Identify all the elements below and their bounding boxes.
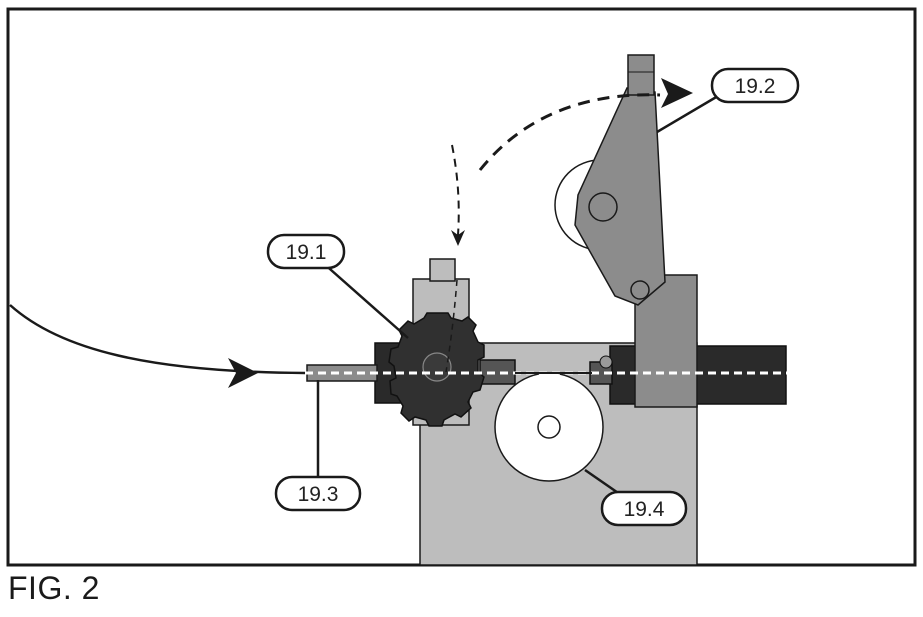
callout-19-2: 19.2 [710,67,800,104]
callout-19-2-label: 19.2 [735,75,776,98]
tension-knob [388,312,485,427]
arm-swing-arrow [661,78,693,108]
callout-19-4-label: 19.4 [624,498,665,521]
figure-caption: FIG. 2 [8,570,100,606]
intermediate-guide [479,359,516,385]
callout-19-3-label: 19.3 [298,483,339,506]
inlet-guide [306,364,378,382]
pressure-arm-pivot [588,192,618,222]
pressure-arm [574,87,666,306]
outlet-tube [689,345,787,405]
knob-drop-arrow [451,230,465,246]
wire-direction-arrow [228,358,258,388]
callout-19-1-label: 19.1 [286,241,327,264]
outlet-nozzle-tip [599,355,613,369]
arm-swing-path [478,93,661,171]
pressure-arm-tab [627,54,655,96]
drive-roll-hub [537,415,561,439]
pressure-arm-pin [630,280,650,300]
knob-axis-path [445,279,458,373]
callout-19-3: 19.3 [274,475,362,512]
callout-19-1: 19.1 [266,233,346,270]
tension-block-top [429,258,456,282]
knob-drop-path [451,144,460,236]
leader-19-1 [321,261,409,339]
leader-19-2 [656,94,719,134]
callout-19-4: 19.4 [600,490,688,527]
